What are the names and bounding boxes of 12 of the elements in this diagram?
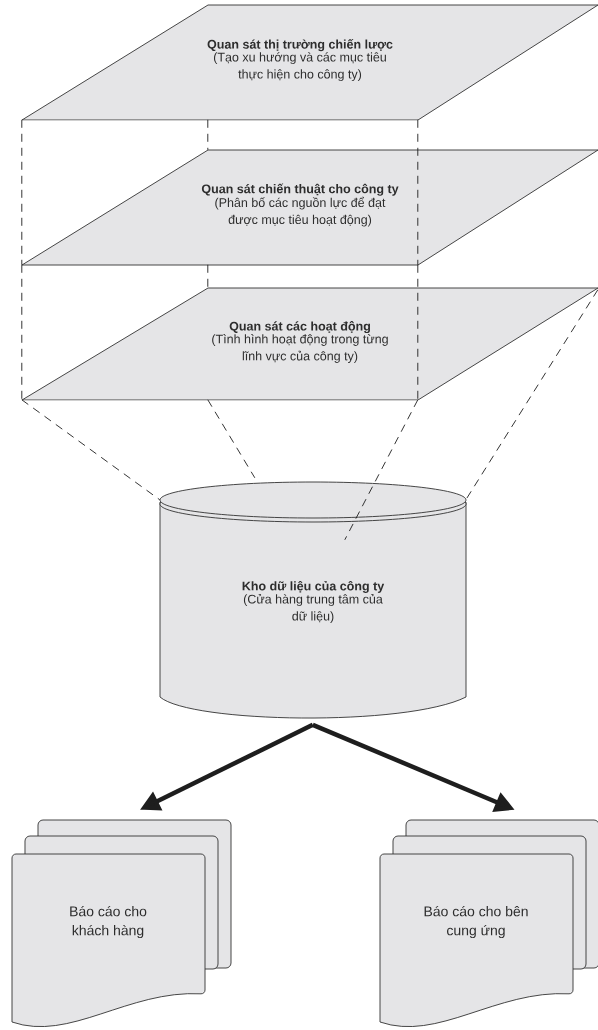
document-stack: Báo cáo cho khách hàng (11, 819, 232, 1028)
projection-line (417, 264, 419, 401)
projection-line (207, 264, 209, 289)
projection-line (207, 119, 209, 151)
document-stack: Báo cáo cho bên cung ứng (379, 819, 598, 1028)
projection-line (21, 264, 23, 401)
projection-line (21, 119, 23, 266)
database-cylinder: Kho dữ liệu của công ty (Cửa hàng trung tâm của dữ liệu) (159, 481, 467, 719)
projection-line (21, 399, 161, 501)
projection-line (344, 399, 419, 541)
projection-line (207, 399, 256, 479)
projection-line (417, 119, 419, 266)
